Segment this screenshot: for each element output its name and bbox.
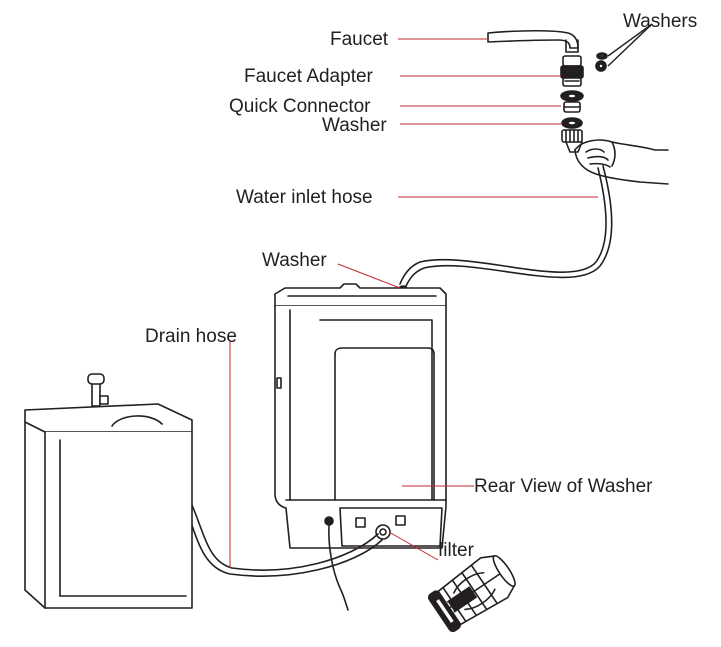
- label-filter: filter: [438, 540, 474, 561]
- label-drain-hose: Drain hose: [145, 326, 237, 347]
- washer-ring-top: [561, 117, 583, 129]
- label-washers: Washers: [623, 11, 698, 32]
- label-rear-view: Rear View of Washer: [474, 476, 653, 497]
- hand: [574, 139, 669, 185]
- label-faucet-adapter: Faucet Adapter: [244, 66, 373, 87]
- leader-washer-inlet: [337, 263, 401, 289]
- sink-cabinet: [24, 373, 193, 609]
- spare-washers: [595, 52, 608, 72]
- label-quick-connector: Quick Connector: [229, 96, 371, 117]
- water-inlet-hose: [398, 165, 613, 293]
- faucet-spout: [487, 29, 579, 53]
- hose-coupling: [561, 129, 583, 153]
- leader-washers: [607, 23, 653, 67]
- label-faucet: Faucet: [330, 29, 389, 50]
- leader-lines: [229, 38, 598, 568]
- label-washer-top: Washer: [322, 115, 387, 136]
- quick-connector: [560, 90, 584, 113]
- filter: [427, 555, 516, 633]
- washing-machine: [274, 283, 447, 611]
- label-washer-inlet: Washer: [262, 250, 327, 271]
- faucet-adapter: [560, 55, 584, 87]
- leader-filter: [388, 531, 439, 561]
- label-water-inlet-hose: Water inlet hose: [236, 187, 373, 208]
